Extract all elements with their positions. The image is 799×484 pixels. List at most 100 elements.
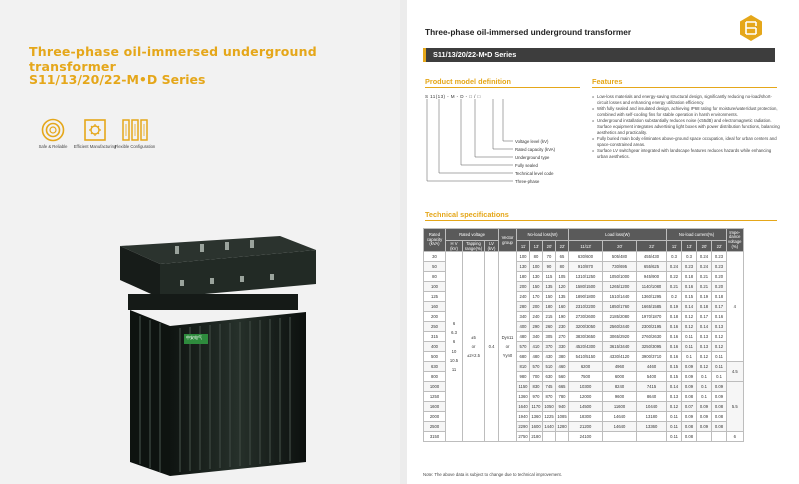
sub-col: 20̆ xyxy=(696,240,712,252)
table-cell: 5410/5150 xyxy=(568,351,603,362)
table-cell: 14640 xyxy=(602,411,637,422)
table-cell: 135 xyxy=(542,281,556,292)
table-cell xyxy=(711,431,727,442)
table-cell: 315 xyxy=(423,331,446,342)
table-cell: 0.09 xyxy=(681,371,697,382)
table-cell: 0.11 xyxy=(666,421,682,432)
table-cell: 655/625 xyxy=(636,261,667,272)
table-cell: 8640 xyxy=(636,391,667,402)
table-cell: 0.24 xyxy=(696,261,712,272)
table-cell: 1150 xyxy=(516,381,530,392)
table-cell: 3250/3095 xyxy=(636,341,667,352)
table-cell: 80 xyxy=(555,261,569,272)
table-cell: 0.09 xyxy=(711,381,727,392)
table-cell: 150 xyxy=(542,291,556,302)
table-cell: 1360/1295 xyxy=(636,291,667,302)
table-cell: 3615/3440 xyxy=(602,341,637,352)
table-cell: 780 xyxy=(555,391,569,402)
feature-flexible: Flexible Configuration xyxy=(110,118,160,150)
table-cell: 4 xyxy=(726,251,744,362)
col-load-loss: Load loss(W) xyxy=(568,228,667,241)
col-lv: LV (kV) xyxy=(484,240,499,252)
table-cell: 0.09 xyxy=(681,361,697,372)
table-cell: 3150 xyxy=(423,431,446,442)
table-cell: 8240 xyxy=(602,381,637,392)
table-cell: 340 xyxy=(516,311,530,322)
table-cell xyxy=(602,431,637,442)
table-cell: 3830/3650 xyxy=(568,331,603,342)
table-cell: 1280 xyxy=(555,421,569,432)
table-cell: 0.18 xyxy=(666,311,682,322)
table-cell: 2000 xyxy=(423,411,446,422)
table-cell: 0.17 xyxy=(696,311,712,322)
table-cell: 1890/1800 xyxy=(568,291,603,302)
features-list: Low-loss materials and energy-saving str… xyxy=(592,94,782,160)
table-cell: 570 xyxy=(516,341,530,352)
table-cell: 200 xyxy=(423,311,446,322)
table-cell: 0.08 xyxy=(681,431,697,442)
table-cell: 2310/2200 xyxy=(568,301,603,312)
table-cell: 130 xyxy=(529,271,543,282)
table-cell: 0.1 xyxy=(711,371,727,382)
table-cell: 460 xyxy=(555,361,569,372)
table-cell: 810 xyxy=(516,361,530,372)
transformer-image xyxy=(120,236,316,476)
table-cell: 130 xyxy=(516,261,530,272)
table-cell: 1600 xyxy=(529,421,543,432)
table-cell: 1310/1250 xyxy=(568,271,603,282)
table-cell: 0.18 xyxy=(681,271,697,282)
table-cell: 80 xyxy=(423,271,446,282)
table-cell: 0.1 xyxy=(696,391,712,402)
table-cell: 0.4 xyxy=(484,251,499,442)
table-cell: 730/695 xyxy=(602,261,637,272)
table-cell: 0.12 xyxy=(681,311,697,322)
table-cell: 21200 xyxy=(568,421,603,432)
table-cell: 1000 xyxy=(423,381,446,392)
table-cell: 105 xyxy=(555,271,569,282)
col-hv: H V (kV) xyxy=(445,240,463,252)
table-cell: 115 xyxy=(542,271,556,282)
sub-col: 22̆ xyxy=(636,240,667,252)
table-cell: 0.11 xyxy=(681,331,697,342)
table-cell: 0.23 xyxy=(711,261,727,272)
table-cell: 430 xyxy=(542,351,556,362)
feature-item: Low-loss materials and energy-saving str… xyxy=(592,94,782,106)
table-cell: 1665/1585 xyxy=(636,301,667,312)
feature-item: With fully sealed and insulated design, … xyxy=(592,106,782,118)
table-cell: 370 xyxy=(542,341,556,352)
table-cell: 1850/1760 xyxy=(602,301,637,312)
feature-item: Underground installation substantially r… xyxy=(592,118,782,135)
table-cell: 0.1 xyxy=(696,371,712,382)
feature-efficient: Efficient Manufacturing xyxy=(70,118,120,150)
table-cell: 2730/2600 xyxy=(568,311,603,322)
table-cell: 0.22 xyxy=(666,271,682,282)
sub-col: 22̆ xyxy=(711,240,727,252)
table-cell: 0.16 xyxy=(681,281,697,292)
table-cell: 700 xyxy=(529,371,543,382)
table-cell: 0.2 xyxy=(666,291,682,302)
table-cell: 0.12 xyxy=(711,341,727,352)
table-cell: 1510/1440 xyxy=(602,291,637,302)
table-cell: 630/600 xyxy=(568,251,603,262)
table-cell: 5400 xyxy=(636,371,667,382)
table-cell: 0.23 xyxy=(711,251,727,262)
sub-col: 11̆ xyxy=(666,240,682,252)
table-cell: 480 xyxy=(516,331,530,342)
table-cell: 665 xyxy=(555,381,569,392)
table-cell: 270 xyxy=(555,331,569,342)
heading-rule xyxy=(425,220,777,221)
table-cell: 4460 xyxy=(636,361,667,372)
table-cell: 560 xyxy=(555,371,569,382)
col-rated-voltage: Rated voltage xyxy=(445,228,499,241)
table-cell: 0.21 xyxy=(666,281,682,292)
table-cell xyxy=(555,431,569,442)
table-cell: 0.18 xyxy=(711,291,727,302)
col-no-load-loss: No-load loss(W) xyxy=(516,228,569,241)
table-cell: 0.16 xyxy=(711,311,727,322)
table-cell: 0.09 xyxy=(681,411,697,422)
table-cell: 2760/2630 xyxy=(636,331,667,342)
table-cell: 0.1 xyxy=(696,381,712,392)
